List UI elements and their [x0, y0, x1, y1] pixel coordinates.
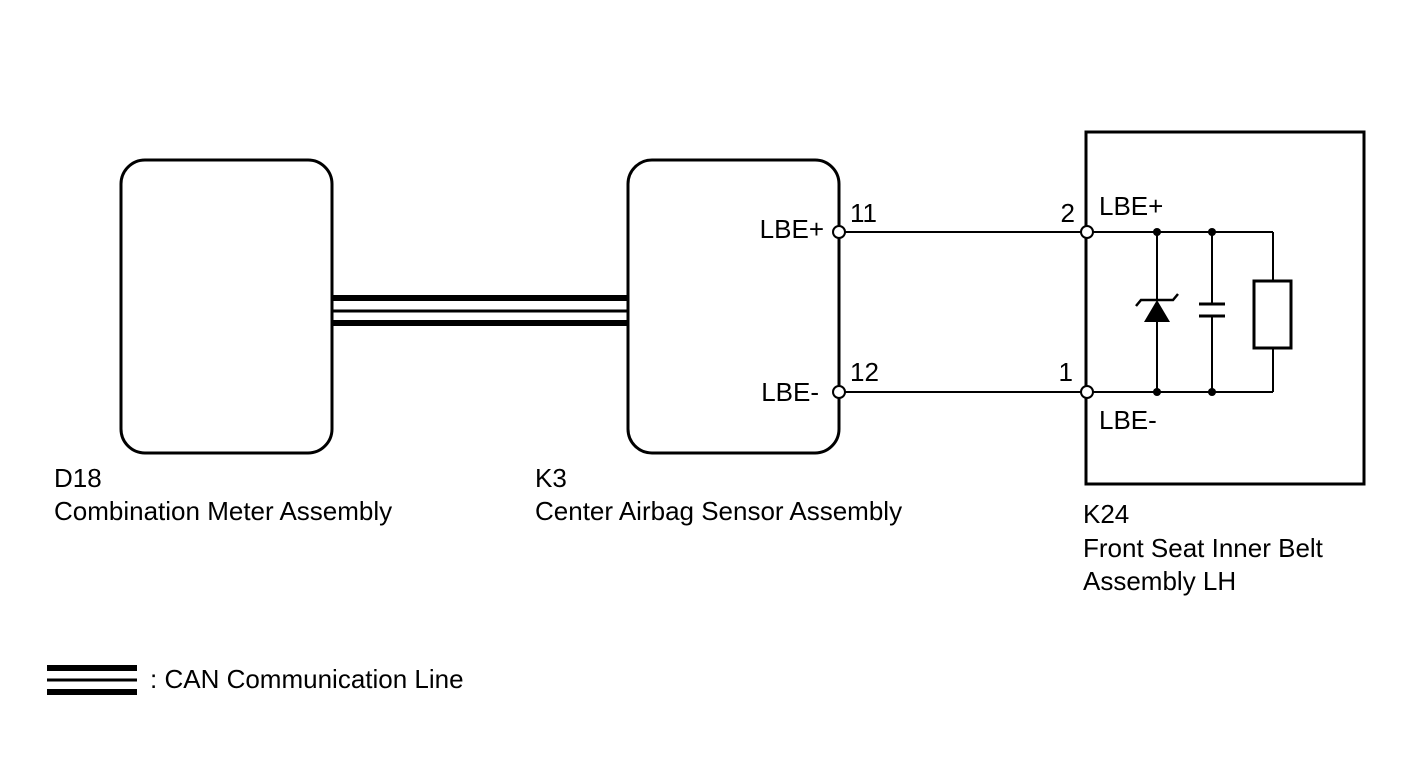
k3-name: Center Airbag Sensor Assembly: [535, 496, 902, 526]
k24-pin-bottom-number: 1: [1059, 357, 1073, 387]
k3-pin-bottom-number: 12: [850, 357, 879, 387]
k24-pin-2-terminal: [1080, 225, 1094, 239]
k24-pin-1-terminal: [1080, 385, 1094, 399]
resistor-icon: [1252, 279, 1293, 350]
d18-combination-meter-box: [119, 158, 334, 455]
d18-code: D18: [54, 463, 102, 493]
k24-pin-top-number: 2: [1061, 198, 1075, 228]
k24-name-line1: Front Seat Inner Belt: [1083, 533, 1324, 563]
k24-name-line2: Assembly LH: [1083, 566, 1236, 596]
k24-front-seat-inner-belt-box: [1084, 130, 1366, 486]
d18-name: Combination Meter Assembly: [54, 496, 392, 526]
k24-pin-bottom-signal: LBE-: [1099, 405, 1157, 435]
k3-pin-top-number: 11: [850, 198, 877, 228]
k3-center-airbag-sensor-box: [626, 158, 841, 455]
legend-can-line-icon: [47, 665, 137, 695]
capacitor-icon: [1199, 232, 1225, 392]
k24-code: K24: [1083, 499, 1129, 529]
k24-pin-top-signal: LBE+: [1099, 191, 1163, 221]
k3-pin-top-signal: LBE+: [760, 214, 824, 244]
zener-diode-icon: [1135, 232, 1179, 392]
can-communication-line: [332, 295, 628, 326]
k24-internal-circuit: [1093, 228, 1274, 396]
legend-label: : CAN Communication Line: [150, 664, 464, 694]
k3-pin-11-terminal: [832, 225, 846, 239]
k3-pin-bottom-signal: LBE-: [761, 377, 819, 407]
k3-code: K3: [535, 463, 567, 493]
k3-pin-12-terminal: [832, 385, 846, 399]
